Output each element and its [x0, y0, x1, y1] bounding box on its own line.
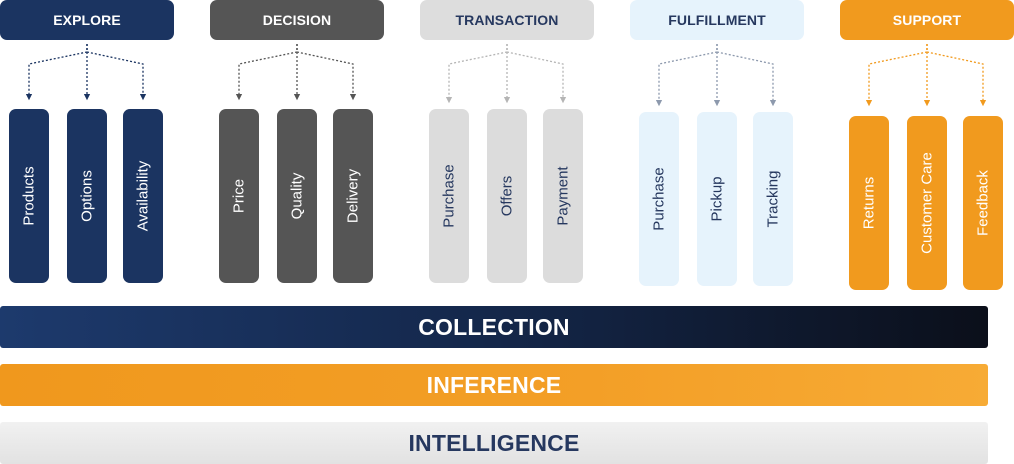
item-label: Options: [78, 170, 96, 222]
item-label: Returns: [860, 176, 878, 230]
explore-item-options: Options: [67, 109, 107, 283]
item-label: Offers: [498, 175, 516, 217]
fulfillment-item-tracking: Tracking: [753, 112, 793, 286]
decision-item-price: Price: [219, 109, 259, 283]
group-header-support: SUPPORT: [840, 0, 1014, 40]
item-label: Payment: [554, 166, 572, 226]
transaction-item-purchase: Purchase: [429, 109, 469, 283]
item-label: Tracking: [764, 170, 782, 228]
fulfillment-item-pickup: Pickup: [697, 112, 737, 286]
support-item-customer-care: Customer Care: [907, 116, 947, 290]
layer-collection: COLLECTION: [0, 306, 988, 348]
group-header-explore: EXPLORE: [0, 0, 174, 40]
item-label: Pickup: [708, 176, 726, 222]
transaction-item-offers: Offers: [487, 109, 527, 283]
fulfillment-item-purchase: Purchase: [639, 112, 679, 286]
decision-item-quality: Quality: [277, 109, 317, 283]
explore-item-products: Products: [9, 109, 49, 283]
group-header-transaction: TRANSACTION: [420, 0, 594, 40]
item-label: Purchase: [650, 167, 668, 231]
explore-arrows: [25, 44, 147, 101]
layer-inference: INFERENCE: [0, 364, 988, 406]
layer-intelligence: INTELLIGENCE: [0, 422, 988, 464]
transaction-arrows: [445, 44, 567, 104]
transaction-item-payment: Payment: [543, 109, 583, 283]
decision-item-delivery: Delivery: [333, 109, 373, 283]
item-label: Customer Care: [918, 152, 936, 254]
item-label: Quality: [288, 172, 306, 220]
item-label: Purchase: [440, 164, 458, 228]
support-item-feedback: Feedback: [963, 116, 1003, 290]
support-item-returns: Returns: [849, 116, 889, 290]
item-label: Products: [20, 166, 38, 226]
support-arrows: [865, 44, 987, 107]
fulfillment-arrows: [655, 44, 777, 107]
item-label: Availability: [134, 160, 152, 232]
item-label: Feedback: [974, 170, 992, 236]
group-header-decision: DECISION: [210, 0, 384, 40]
item-label: Price: [230, 178, 248, 214]
item-label: Delivery: [344, 168, 362, 224]
decision-arrows: [235, 44, 357, 101]
group-header-fulfillment: FULFILLMENT: [630, 0, 804, 40]
explore-item-availability: Availability: [123, 109, 163, 283]
